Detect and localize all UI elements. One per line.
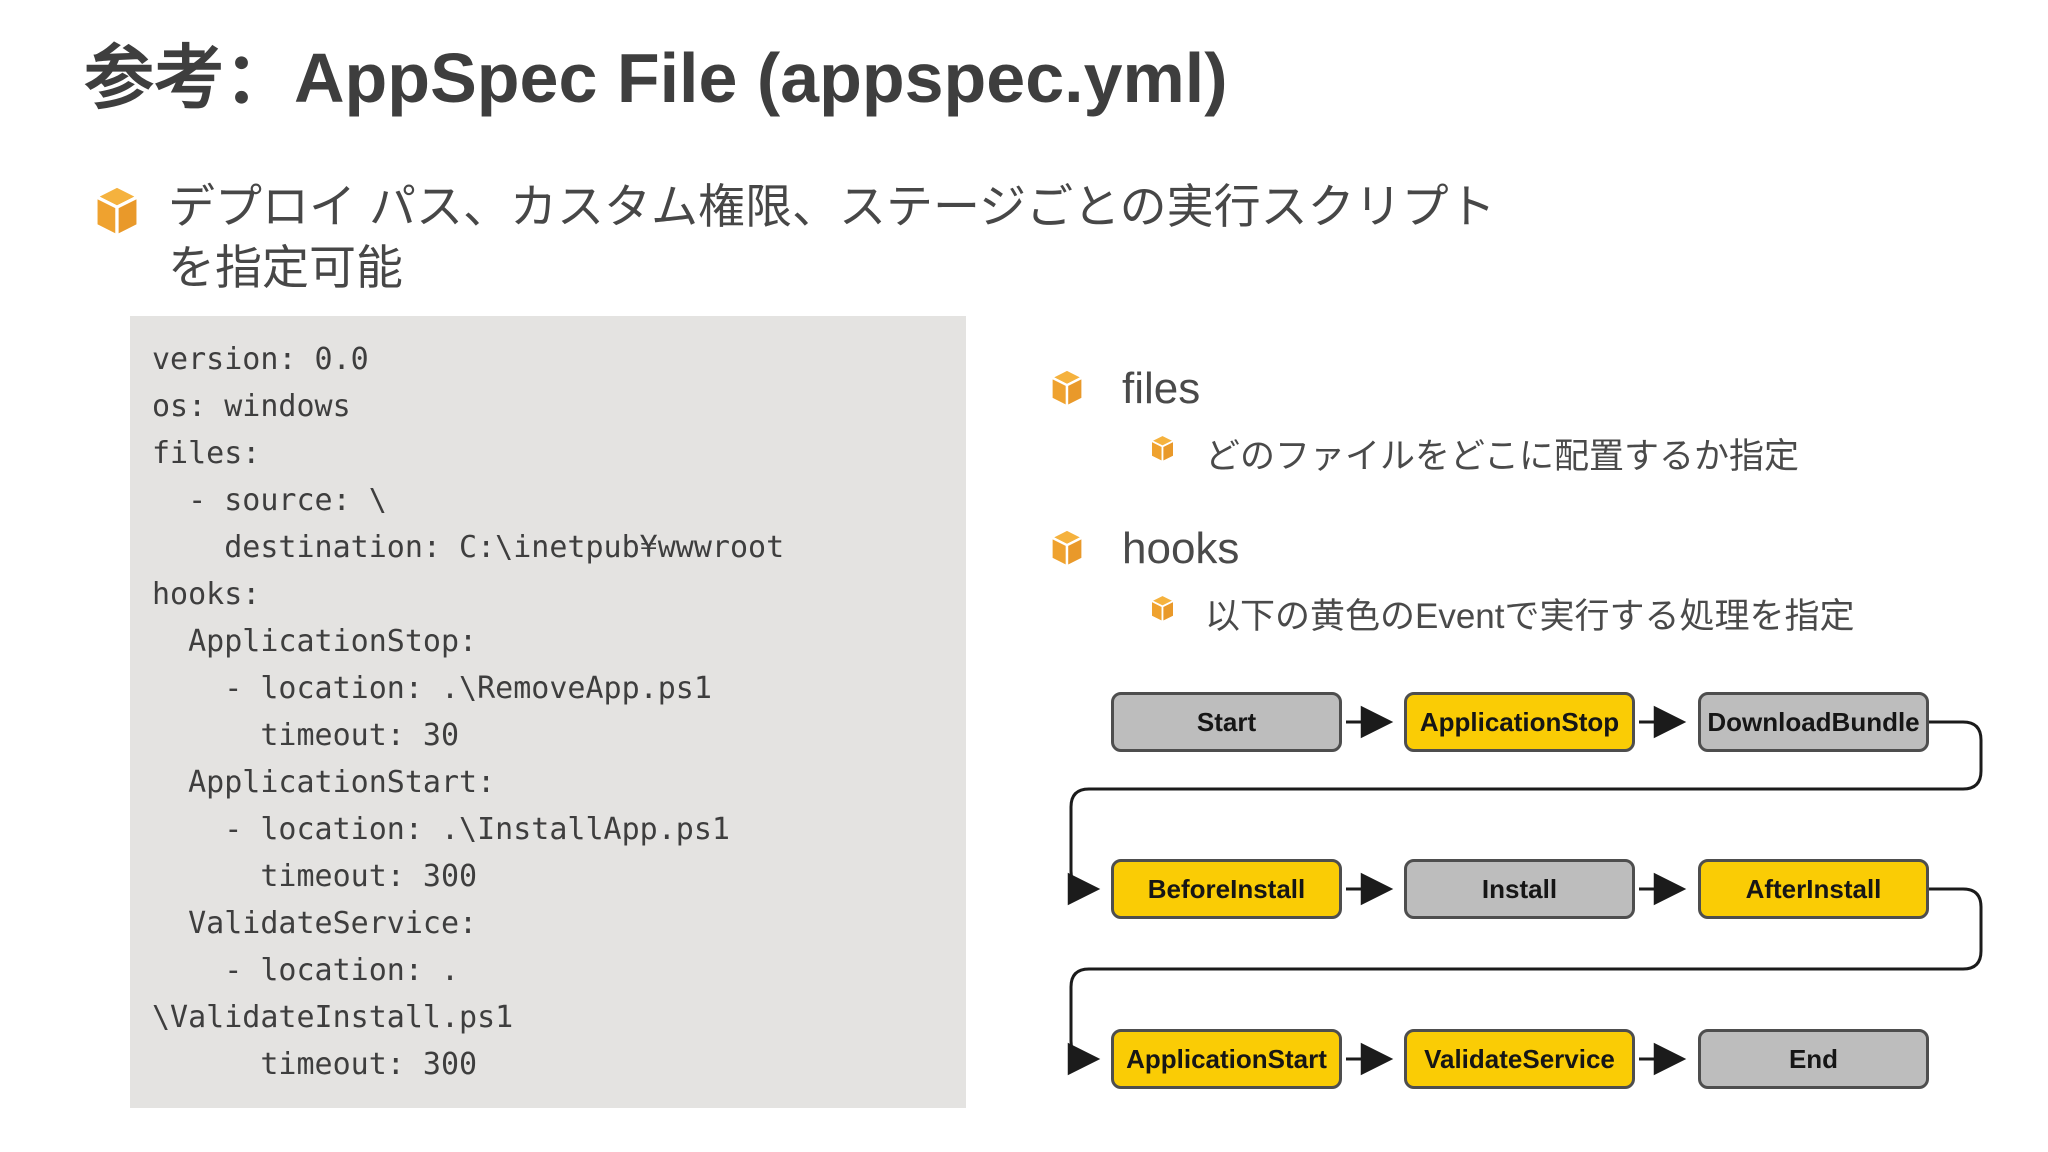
hooks-desc-text: 以下の黄色のEventで実行する処理を指定 xyxy=(1205,597,1855,636)
files-desc-bullet: どのファイルをどこに配置するか指定 xyxy=(1150,428,1799,479)
aws-cube-icon xyxy=(1150,434,1175,463)
aws-cube-icon xyxy=(1050,368,1084,408)
appspec-code-block: version: 0.0 os: windows files: - source… xyxy=(130,316,966,1108)
flow-node-end: End xyxy=(1698,1029,1929,1089)
lifecycle-flow-diagram: Start ApplicationStop DownloadBundle Bef… xyxy=(1060,655,2000,1135)
flow-node-afterinstall: AfterInstall xyxy=(1698,859,1929,919)
flow-node-beforeinstall: BeforeInstall xyxy=(1111,859,1342,919)
main-bullet-text: デプロイ パス、カスタム権限、ステージごとの実行スクリプトを指定可能 xyxy=(168,180,1496,295)
files-bullet: files xyxy=(1050,364,1200,414)
main-bullet: デプロイ パス、カスタム権限、ステージごとの実行スクリプトを指定可能 xyxy=(94,176,1498,298)
flow-node-applicationstart: ApplicationStart xyxy=(1111,1029,1342,1089)
flow-node-applicationstop: ApplicationStop xyxy=(1404,692,1635,752)
flow-connectors xyxy=(1067,705,1983,1076)
flow-node-downloadbundle: DownloadBundle xyxy=(1698,692,1929,752)
aws-cube-icon xyxy=(1150,594,1175,623)
files-label: files xyxy=(1122,364,1201,413)
hooks-label: hooks xyxy=(1122,524,1240,573)
flow-node-start: Start xyxy=(1111,692,1342,752)
aws-cube-icon xyxy=(1050,528,1084,568)
hooks-desc-bullet: 以下の黄色のEventで実行する処理を指定 xyxy=(1150,588,1855,639)
hooks-bullet: hooks xyxy=(1050,524,1239,574)
flow-node-validateservice: ValidateService xyxy=(1404,1029,1635,1089)
page-title: 参考：AppSpec File (appspec.yml) xyxy=(84,39,1228,117)
aws-cube-icon xyxy=(94,184,140,238)
files-desc-text: どのファイルをどこに配置するか指定 xyxy=(1205,437,1799,476)
flow-node-install: Install xyxy=(1404,859,1635,919)
